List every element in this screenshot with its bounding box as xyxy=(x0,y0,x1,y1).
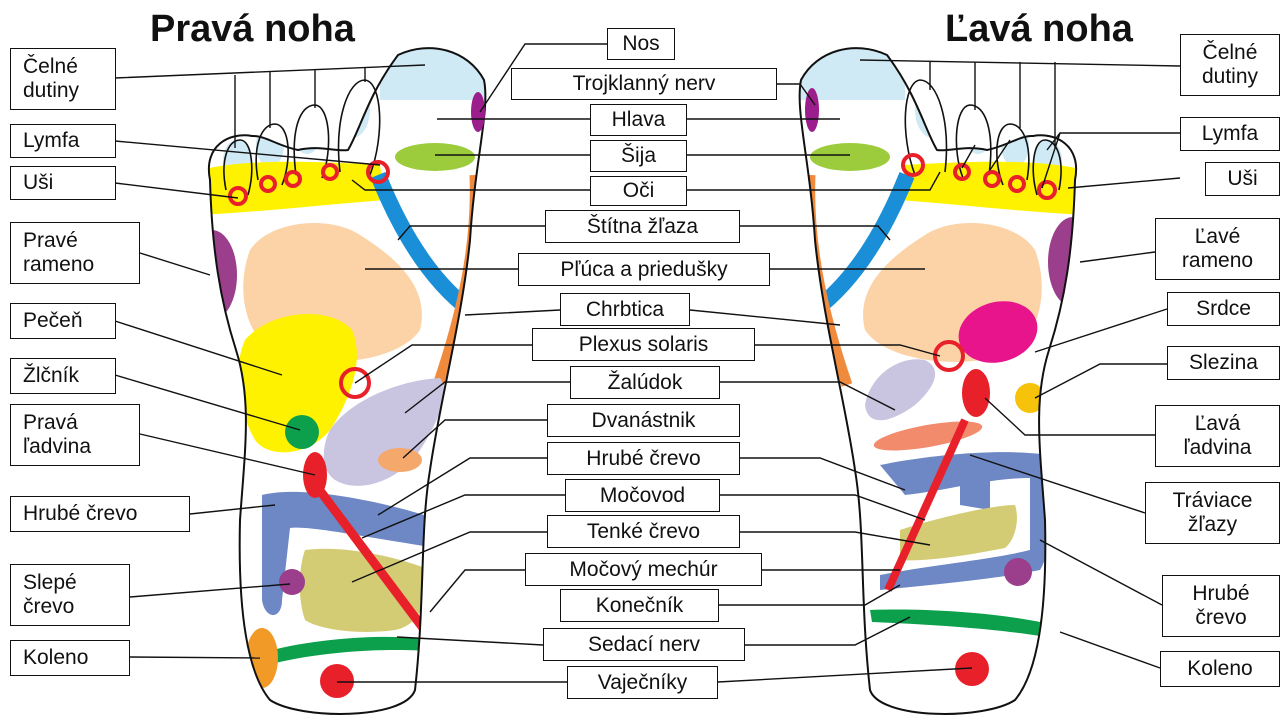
label-spleen: Slezina xyxy=(1167,346,1280,380)
label-right-shoulder: Pravé rameno xyxy=(10,222,140,284)
label-bladder: Močový mechúr xyxy=(525,553,762,586)
left-knee-zone xyxy=(1039,602,1071,662)
label-spine: Chrbtica xyxy=(560,293,690,326)
right-ovary-dot xyxy=(320,664,354,698)
label-duodenum: Dvanástnik xyxy=(547,404,740,437)
left-foot xyxy=(795,40,1098,714)
label-right-kidney: Pravá ľadvina xyxy=(10,404,140,466)
label-solar-plexus: Plexus solaris xyxy=(532,328,755,361)
leader-shoulder-left xyxy=(140,253,210,275)
right-appendix-dot xyxy=(279,569,305,595)
label-frontal-sinuses-left: Čelné dutiny xyxy=(10,48,116,110)
leader-knee-left xyxy=(130,657,260,658)
leader-knee-right xyxy=(1060,632,1160,668)
label-digestive-glands: Tráviace žľazy xyxy=(1145,482,1280,544)
label-knee-left: Koleno xyxy=(10,640,130,676)
label-colon-right: Hrubé črevo xyxy=(1162,575,1280,637)
leader-spleen xyxy=(1035,364,1167,398)
label-colon-center: Hrubé črevo xyxy=(547,442,740,475)
left-kidney-zone xyxy=(962,369,990,417)
leader-ears-right xyxy=(1068,178,1180,188)
label-frontal-sinuses-right: Čelné dutiny xyxy=(1180,34,1280,96)
label-left-kidney: Ľavá ľadvina xyxy=(1155,405,1280,467)
label-lungs: Pľúca a priedušky xyxy=(518,253,770,286)
label-ears-right: Uši xyxy=(1205,162,1280,196)
label-colon-left: Hrubé črevo xyxy=(10,496,190,532)
label-eyes: Oči xyxy=(590,176,687,206)
label-sciatic-nerve: Sedací nerv xyxy=(543,628,745,661)
label-head: Hlava xyxy=(590,104,687,136)
label-gallbladder: Žlčník xyxy=(10,358,116,394)
label-heart: Srdce xyxy=(1167,292,1280,326)
label-ovaries: Vaječníky xyxy=(567,666,718,699)
label-lymph-right: Lymfa xyxy=(1180,117,1280,151)
label-small-intestine: Tenké črevo xyxy=(547,515,740,548)
label-ears-left: Uši xyxy=(10,166,116,200)
right-shoulder-zone xyxy=(187,230,237,320)
label-rectum: Konečník xyxy=(560,589,719,622)
label-thyroid: Štítna žľaza xyxy=(545,210,740,243)
left-neck-zone xyxy=(810,143,890,171)
label-liver: Pečeň xyxy=(10,303,116,339)
leader-colon-right xyxy=(1040,540,1162,605)
label-trigeminal-nerve: Trojklanný nerv xyxy=(511,68,777,100)
left-foot-title: Ľavá noha xyxy=(945,8,1133,51)
right-gallbladder-dot xyxy=(285,415,319,449)
label-ureter: Močovod xyxy=(565,479,720,512)
leader-shoulder-right xyxy=(1080,252,1155,262)
right-foot xyxy=(187,40,490,714)
label-knee-right: Koleno xyxy=(1160,651,1280,687)
label-appendix: Slepé črevo xyxy=(10,564,130,626)
label-neck: Šija xyxy=(590,140,687,172)
right-duodenum-dot xyxy=(378,448,422,472)
label-lymph-left: Lymfa xyxy=(10,124,116,158)
label-stomach: Žalúdok xyxy=(570,366,720,399)
label-nose: Nos xyxy=(607,28,675,60)
right-nose-zone xyxy=(471,92,485,132)
right-foot-title: Pravá noha xyxy=(150,8,355,51)
left-colon-dot xyxy=(1004,558,1032,586)
label-left-shoulder: Ľavé rameno xyxy=(1155,218,1280,280)
right-neck-zone xyxy=(395,143,475,171)
